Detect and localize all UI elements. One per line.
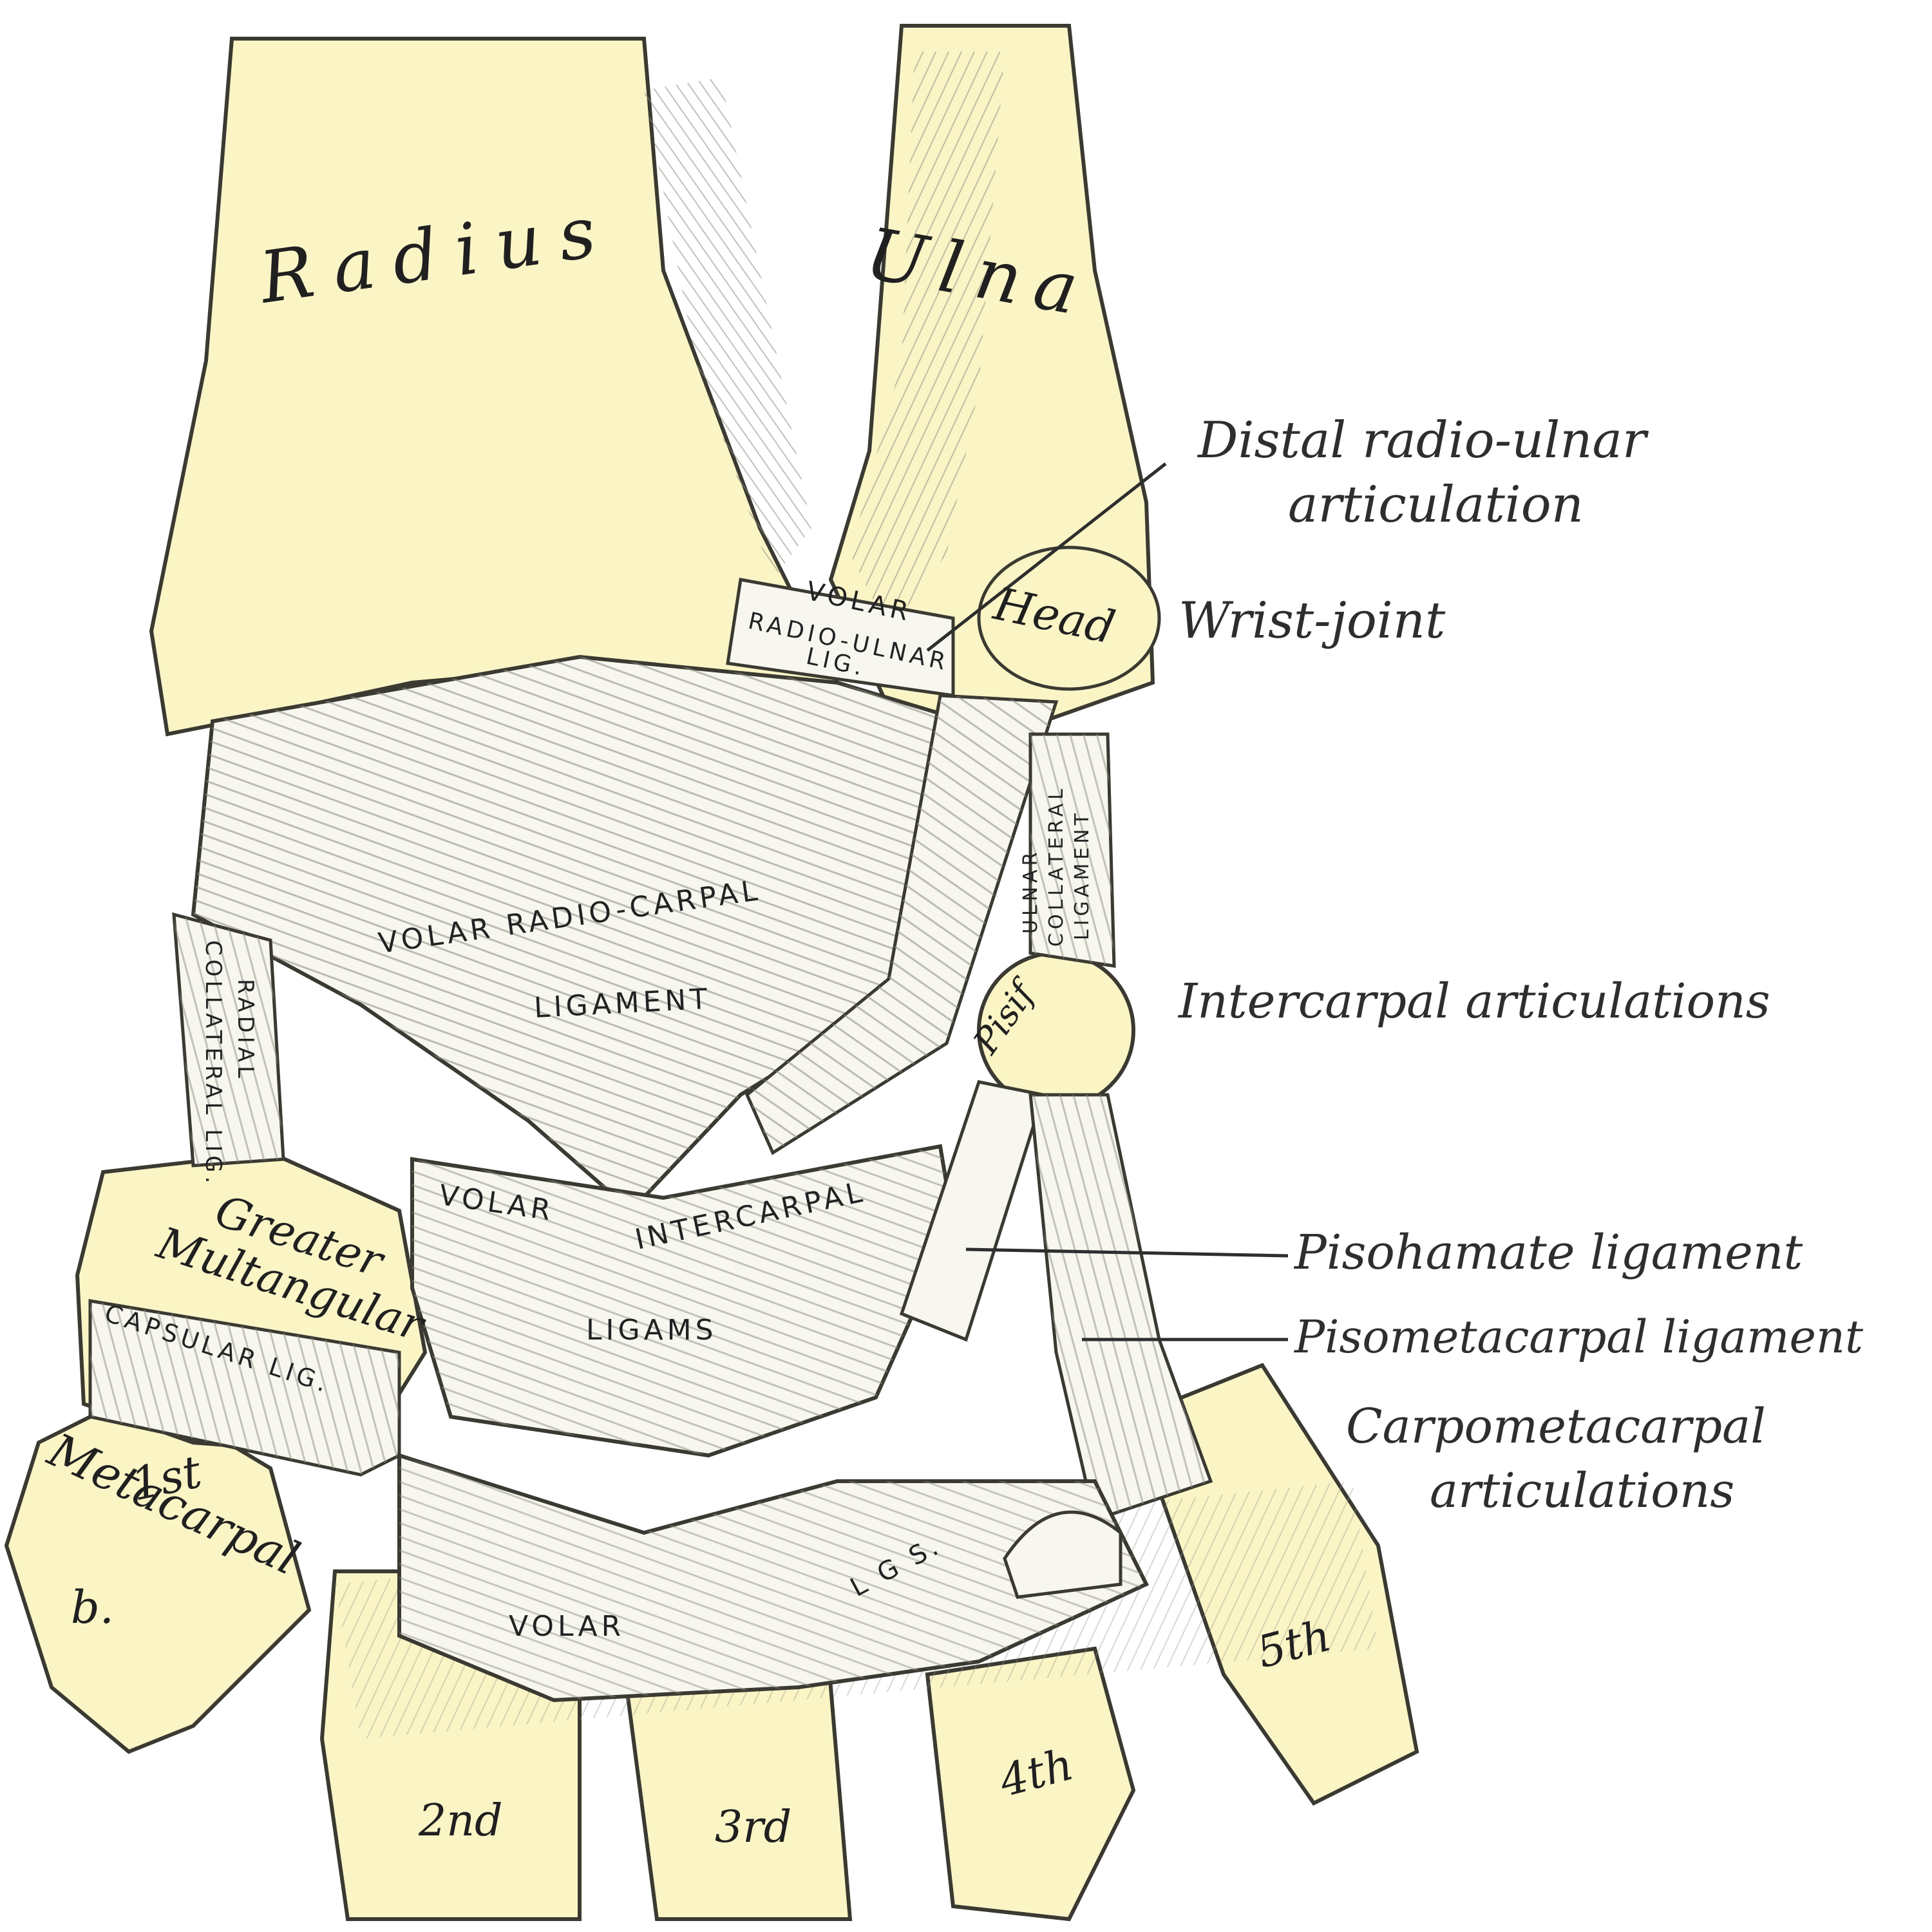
label-carpometacarpal-2: articulations (1430, 1463, 1734, 1519)
volar-intercarpal-label-3: LIGAMS (586, 1314, 717, 1347)
third-metacarpal-label: 3rd (715, 1802, 791, 1853)
label-intercarpal: Intercarpal articulations (1177, 974, 1770, 1029)
volar-carpometacarpal-fibers (399, 1455, 1146, 1700)
label-pisometacarpal: Pisometacarpal ligament (1293, 1311, 1864, 1363)
label-distal-radio-ulnar-2: articulation (1288, 476, 1584, 534)
ulna-shaft-shading (850, 52, 1005, 631)
hamulus-hook (1003, 1510, 1122, 1599)
radial-collateral-fibers (174, 914, 283, 1166)
ulnar-collateral-label-1: ULNAR (1019, 849, 1042, 934)
capsular-fibers (90, 1301, 399, 1475)
pisohamate-ligament (899, 1080, 1046, 1342)
leader-pisohamate (965, 1247, 1289, 1258)
label-wrist-joint: Wrist-joint (1179, 592, 1446, 650)
leader-lines (926, 462, 1289, 1341)
volar-intercarpal-fibers (412, 1146, 953, 1455)
ulnar-collateral-label-3: LIGAMENT (1071, 810, 1094, 940)
ulnar-collateral-label-2: COLLATERAL (1045, 785, 1068, 947)
ulnar-collateral-fibers (1030, 734, 1114, 966)
label-pisohamate: Pisohamate ligament (1293, 1225, 1803, 1280)
radius-ulna-gap-shading (644, 77, 811, 580)
radial-collateral-label-2: COLLATERAL LIG. (200, 940, 226, 1187)
ulna-head (977, 545, 1161, 691)
callout-labels: Distal radio-ulnar articulation Wrist-jo… (1177, 412, 1864, 1519)
ulnar-radiocarpal-band-fibers (747, 696, 1056, 1153)
volar-radiocarpal-fibers (193, 657, 966, 1211)
leader-distal-radio-ulnar (926, 462, 1167, 652)
label-carpometacarpal-1: Carpometacarpal (1346, 1399, 1766, 1454)
label-distal-radio-ulnar-1: Distal radio-ulnar (1197, 412, 1649, 469)
radial-collateral-label-1: RADIAL (232, 979, 258, 1082)
ligament-layer (88, 578, 1213, 1703)
volar-cm-label-1: VOLAR (509, 1610, 625, 1643)
first-metacarpal-label-3: b. (71, 1581, 114, 1634)
second-metacarpal-label: 2nd (418, 1795, 503, 1846)
pisometacarpal-fibers (1030, 1095, 1211, 1520)
